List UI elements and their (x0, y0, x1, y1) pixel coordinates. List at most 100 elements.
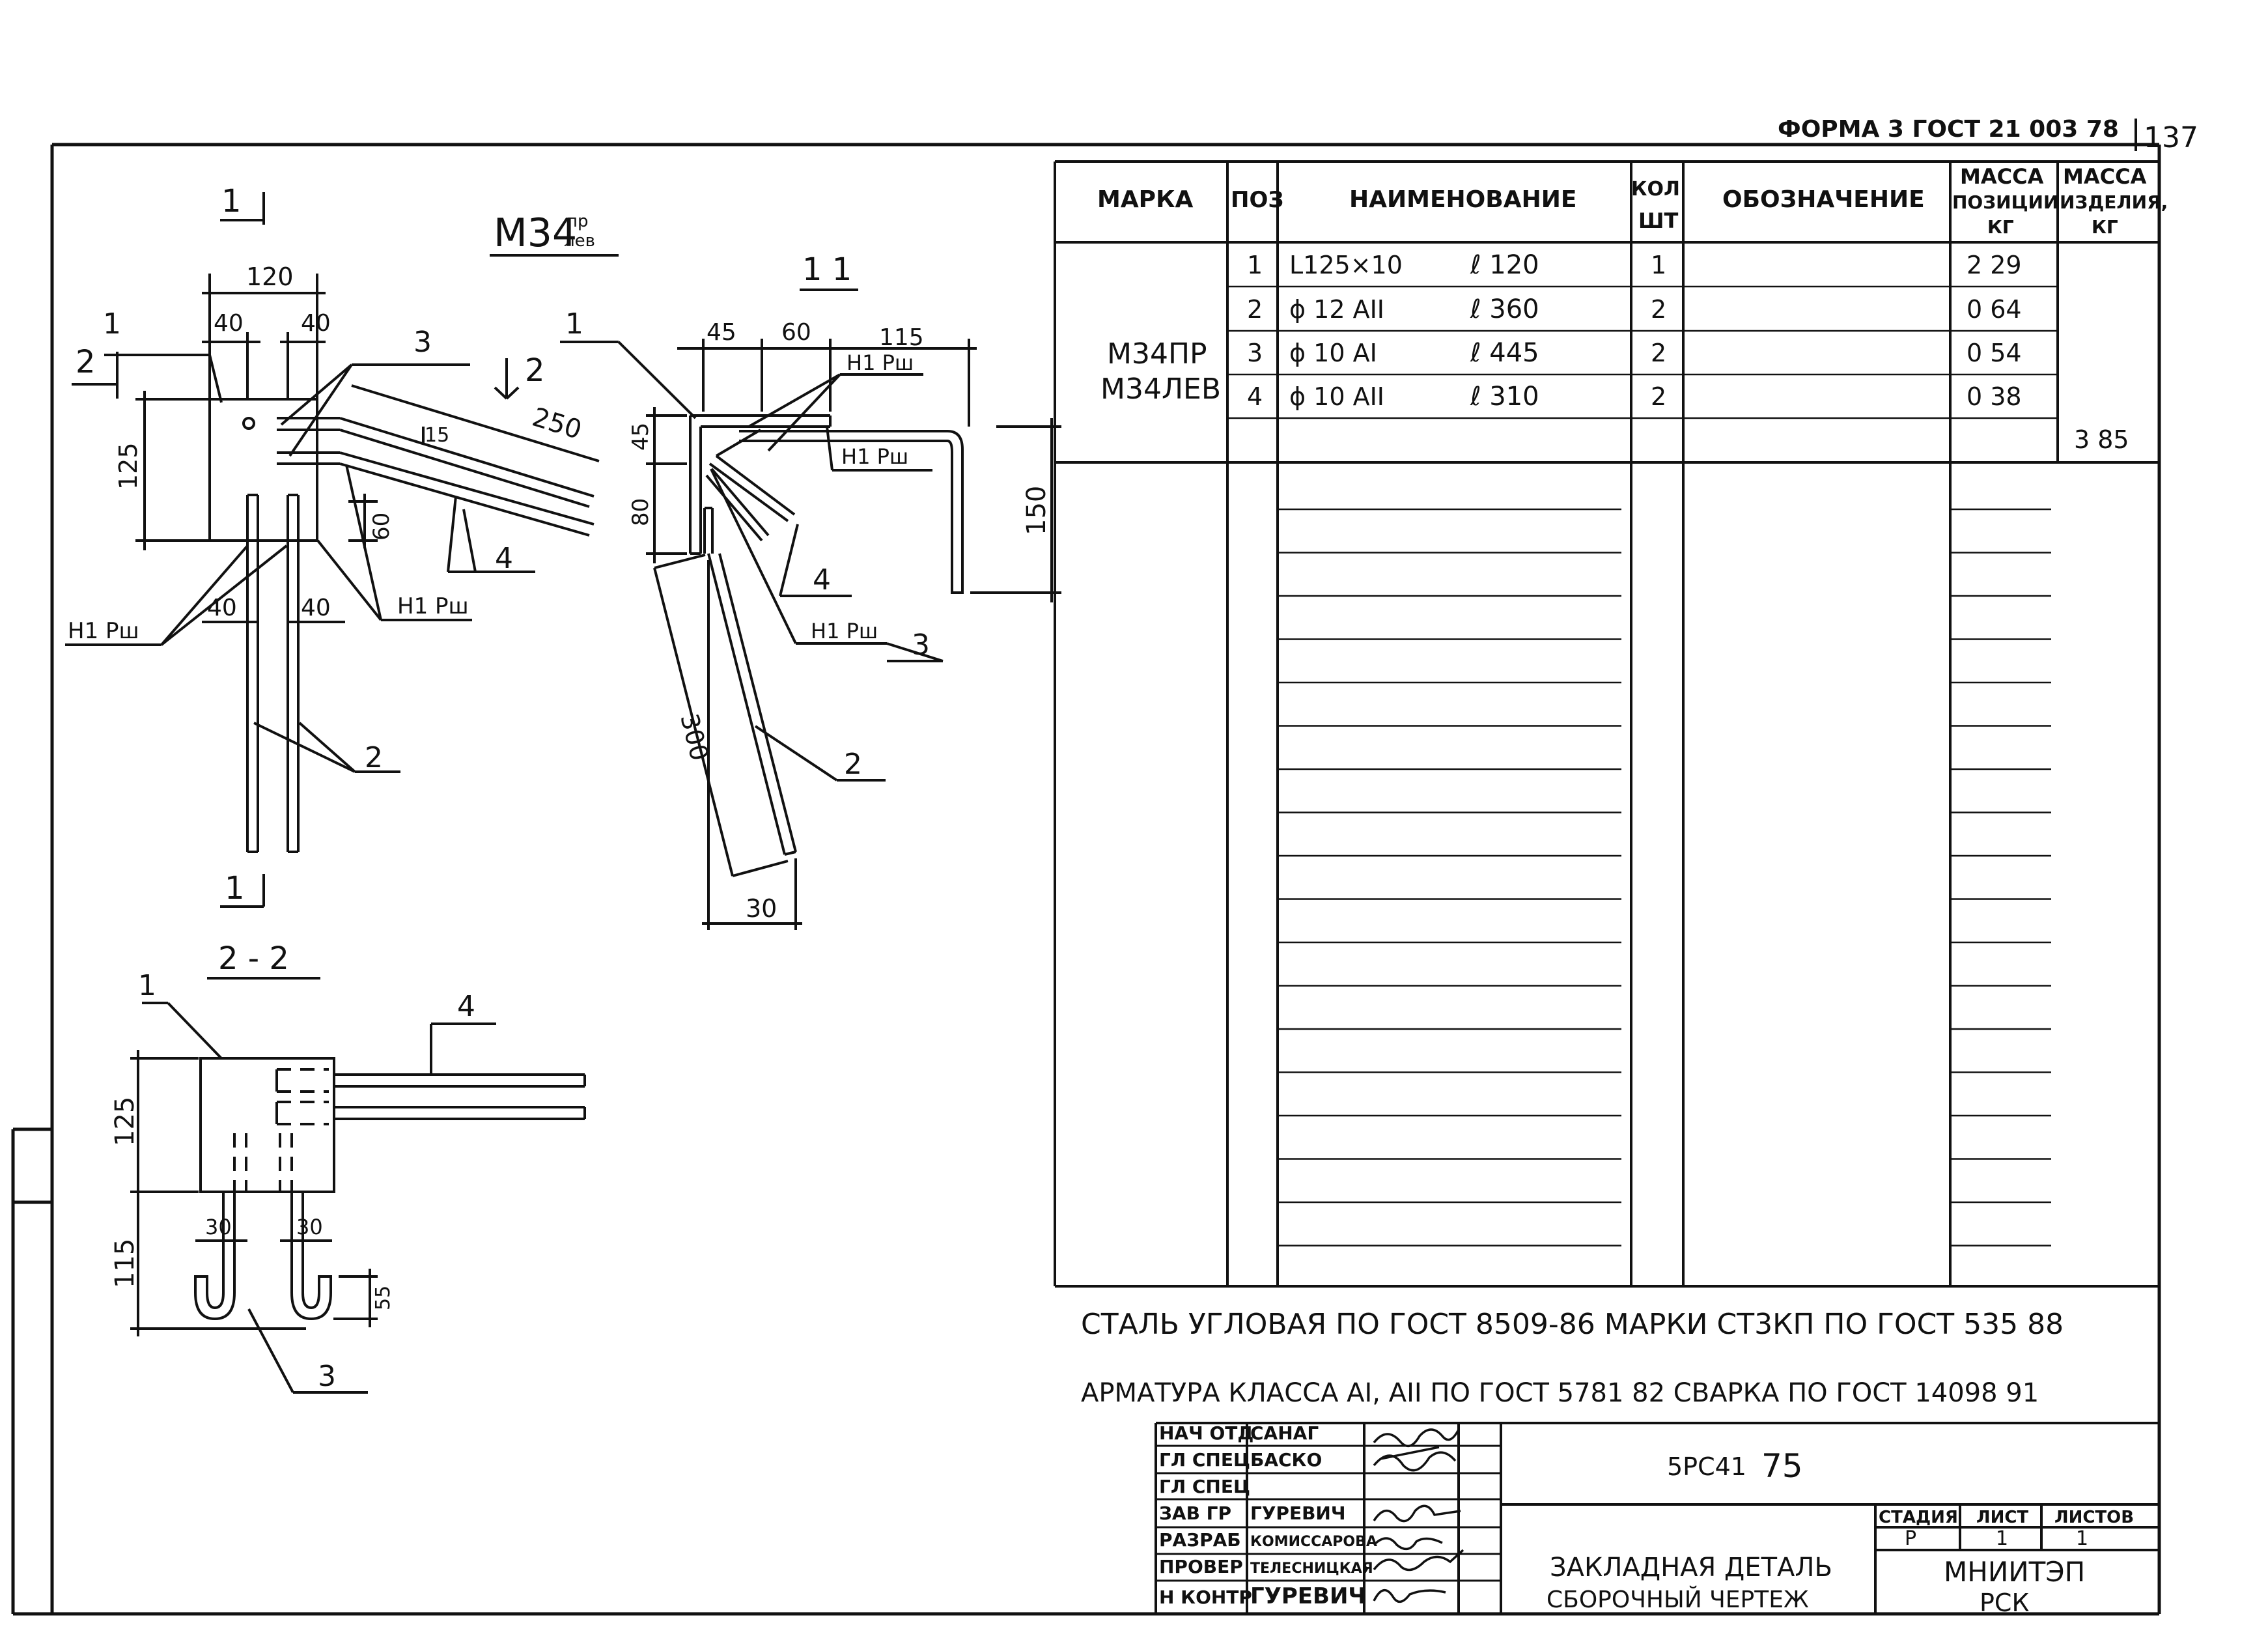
spec-body: М34ПР М34ЛЕВ 1 L125×10 ℓ 120 1 2 29 2 ϕ … (1100, 250, 2129, 454)
dim-40-top-right: 40 (301, 310, 331, 337)
spec-row-name: ϕ 12 АII (1289, 295, 1384, 324)
role-label: ПРОВЕР (1159, 1556, 1243, 1577)
dim-115-top: 115 (879, 324, 924, 351)
hdr-mass-item-2: ИЗДЕЛИЯ, (2060, 191, 2168, 213)
spec-row-len: ℓ 120 (1470, 250, 1539, 280)
role-name: ТЕЛЕСНИЦКАЯ (1250, 1560, 1373, 1577)
spec-mark-pr: М34ПР (1107, 337, 1207, 371)
spec-row-name: ϕ 10 АII (1289, 382, 1384, 411)
dim-30: 30 (746, 894, 777, 923)
weld-label-section-mid: Н1 Рш (841, 444, 908, 469)
plan-view: М34 пр лев 1 2 2 120 40 40 40 (65, 183, 619, 908)
sheet-label: ЛИСТ (1976, 1508, 2028, 1527)
dim-80-left: 80 (628, 498, 654, 526)
weld-label-plan: Н1 Рш (397, 593, 469, 619)
title-block (1155, 1422, 2159, 1614)
dim-60-plan: 60 (369, 513, 395, 541)
title-block-rows (1156, 1445, 1501, 1582)
role-name: САНАГ (1250, 1422, 1319, 1444)
note-rebar: АРМАТУРА КЛАССА АI, АII ПО ГОСТ 5781 82 … (1081, 1378, 2039, 1408)
org-sub: РСК (1980, 1588, 2029, 1617)
role-label: ГЛ СПЕЦ (1159, 1449, 1250, 1471)
pos-3-plan: 3 (413, 326, 432, 359)
section-2-left-label: 2 (76, 344, 96, 380)
spec-row-qty: 2 (1651, 339, 1666, 367)
dim-40-top-left: 40 (214, 310, 244, 337)
sheet-value: 1 (1996, 1527, 2008, 1550)
role-name: ГУРЕВИЧ (1250, 1502, 1345, 1524)
spec-row-len: ℓ 360 (1470, 294, 1539, 324)
role-label: ЗАВ ГР (1159, 1502, 1231, 1524)
dim-120: 120 (246, 262, 294, 291)
hdr-qty-1: КОЛ (1631, 178, 1680, 201)
pos-2-plan: 2 (365, 741, 383, 774)
dim-40-bottom-left: 40 (207, 595, 237, 621)
pos-2-section: 2 (844, 748, 862, 781)
pos-3-section22: 3 (318, 1360, 336, 1393)
spec-row-name: L125×10 (1289, 251, 1403, 279)
drawing-title-1: ЗАКЛАДНАЯ ДЕТАЛЬ (1550, 1553, 1832, 1583)
pos-1-plan: 1 (103, 307, 121, 341)
spec-mark-lev: М34ЛЕВ (1100, 373, 1221, 406)
hdr-mass-pos-2: ПОЗИЦИИ (1952, 191, 2058, 213)
mark-pr: пр (567, 212, 589, 231)
pos-4-section: 4 (813, 563, 831, 597)
dim-30-left: 30 (205, 1215, 232, 1239)
spec-row-name: ϕ 10 АI (1289, 339, 1377, 367)
note-steel: СТАЛЬ УГЛОВАЯ ПО ГОСТ 8509-86 МАРКИ СТ3К… (1081, 1308, 2064, 1341)
spec-total-mass: 3 85 (2074, 425, 2129, 454)
dim-30-right: 30 (296, 1215, 323, 1239)
section-1-bottom-label: 1 (225, 870, 245, 907)
mark-lev: лев (564, 231, 595, 251)
spec-row-mass: 0 38 (1967, 382, 2022, 411)
role-name: ГУРЕВИЧ (1250, 1583, 1366, 1609)
spec-row-mass: 0 64 (1967, 295, 2022, 324)
pos-1-section22: 1 (138, 969, 156, 1002)
pos-4-plan: 4 (495, 542, 513, 575)
dim-60-top: 60 (781, 319, 811, 346)
weld-label-section-top: Н1 Рш (847, 350, 914, 375)
form-label: ФОРМА 3 ГОСТ 21 003 78 (1778, 116, 2119, 143)
spec-row-mass: 2 29 (1967, 251, 2022, 279)
sheets-label: ЛИСТОВ (2054, 1508, 2134, 1527)
section-1-1: 1 1 45 60 115 45 80 150 300 30 (560, 251, 1061, 930)
org-name: МНИИТЭП (1944, 1556, 2085, 1588)
section-2-right-label: 2 (525, 352, 545, 389)
stage-value: Р (1905, 1527, 1916, 1550)
section-2-2: 2 - 2 125 115 30 30 55 1 4 3 (110, 940, 586, 1394)
hdr-mass-item-1: МАССА (2063, 164, 2147, 189)
hdr-pos: ПОЗ (1231, 187, 1284, 213)
role-name: БАСКО (1250, 1449, 1322, 1471)
section-1-top-label: 1 (221, 183, 242, 219)
spec-row-qty: 2 (1651, 382, 1666, 411)
dim-45-top: 45 (707, 319, 736, 346)
spec-row-pos: 2 (1247, 295, 1263, 324)
hdr-mass-pos-1: МАССА (1960, 164, 2044, 189)
section-1-1-title: 1 1 (802, 251, 852, 288)
section-2-2-title: 2 - 2 (218, 940, 289, 977)
stage-label: СТАДИЯ (1879, 1508, 1958, 1527)
dim-55: 55 (372, 1286, 395, 1310)
hdr-mass-pos-3: КГ (1987, 216, 2014, 238)
hdr-mass-item-3: КГ (2092, 216, 2118, 238)
spec-table (1054, 160, 2161, 1288)
signatures (1373, 1428, 1464, 1603)
spec-headers: МАРКА ПОЗ НАИМЕНОВАНИЕ КОЛ ШТ ОБОЗНАЧЕНИ… (1097, 164, 2168, 238)
drawing-code-number: 75 (1761, 1447, 1803, 1485)
dim-150: 150 (1022, 486, 1052, 535)
sheets-value: 1 (2076, 1527, 2088, 1550)
role-label: РАЗРАБ (1159, 1529, 1241, 1551)
role-label: Н КОНТР (1159, 1587, 1252, 1608)
hdr-mark: МАРКА (1097, 186, 1193, 213)
spec-rows-grid (1227, 285, 2058, 1247)
role-label: НАЧ ОТД (1159, 1422, 1253, 1444)
spec-row-len: ℓ 310 (1470, 382, 1539, 412)
spec-row-qty: 2 (1651, 295, 1666, 324)
spec-row-pos: 1 (1247, 251, 1263, 279)
sheet-number: 137 (2144, 121, 2198, 154)
drawing-code: 5РС41 (1667, 1452, 1746, 1481)
dim-125-section22: 125 (110, 1097, 140, 1146)
spec-row-pos: 4 (1247, 382, 1263, 411)
title-block-roles: НАЧ ОТД САНАГ ГЛ СПЕЦ БАСКО ГЛ СПЕЦ ЗАВ … (1159, 1422, 1377, 1609)
